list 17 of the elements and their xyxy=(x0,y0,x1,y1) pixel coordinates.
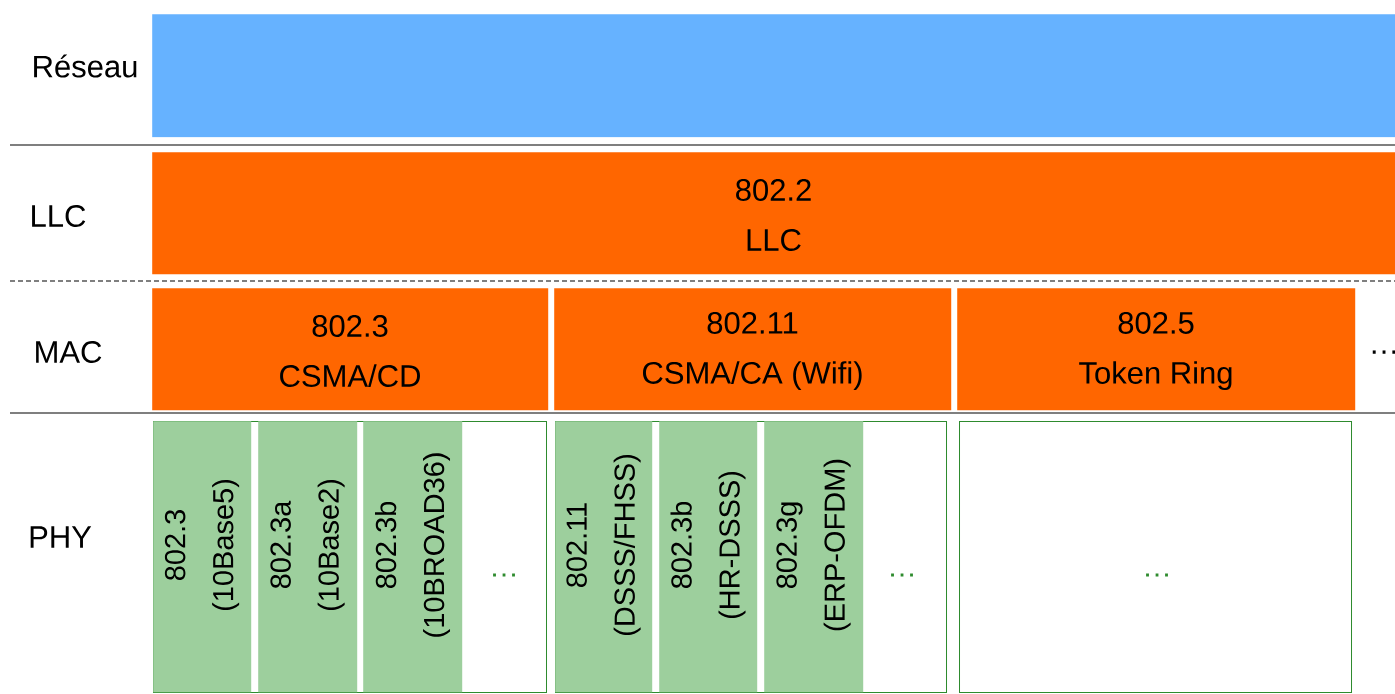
protocol-box: 802.3 CSMA/CD xyxy=(152,288,549,411)
layer-label: Réseau xyxy=(34,54,137,78)
standard-strip: 802.3a (10Base2) xyxy=(258,421,358,693)
standard-strip: 802.3 (10Base5) xyxy=(153,421,252,693)
layer-label: LLC xyxy=(32,205,86,227)
protocol-box: 802.11 CSMA/CA (Wifi) xyxy=(554,288,952,411)
layer-bar xyxy=(152,14,1395,138)
phy-box: … xyxy=(959,421,1352,693)
protocol-box: 802.5 Token Ring xyxy=(957,288,1356,411)
protocol-box: 802.2 LLC xyxy=(152,152,1395,275)
layer-label: PHY xyxy=(30,526,92,548)
standard-strip: 802.3b (10BROAD36) xyxy=(363,421,463,693)
standard-strip: 802.3b (HR-DSSS) xyxy=(659,421,758,693)
standard-strip: 802.11 (DSSS/FHSS) xyxy=(555,421,653,693)
standard-strip: 802.3g (ERP-OFDM) xyxy=(764,421,864,693)
layer-label: MAC xyxy=(36,341,102,363)
layer-label: … xyxy=(1372,350,1395,354)
